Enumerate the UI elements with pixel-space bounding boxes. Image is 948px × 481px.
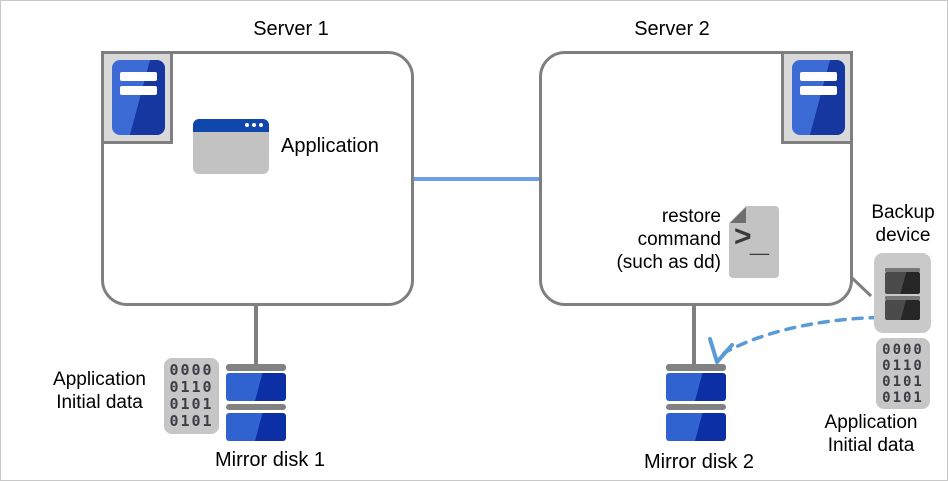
mirror-disk-icon-2 (666, 364, 726, 441)
disk-platter (226, 373, 286, 401)
mirror-disk-icon-1 (226, 364, 286, 441)
backup-tape-device-icon (874, 253, 931, 333)
window-titlebar (193, 119, 269, 132)
window-body (193, 132, 269, 174)
tower-slot (120, 72, 157, 81)
disk-cap (226, 364, 286, 371)
disk-platter (226, 413, 286, 441)
disk-cap (666, 364, 726, 371)
disk-platter (666, 413, 726, 441)
initial-data-label-left: Application Initial data (21, 368, 178, 414)
disk-bar (666, 404, 726, 410)
restore-flow-arrowhead (708, 337, 734, 364)
restore-line2: command (637, 229, 721, 250)
tower-slot (120, 86, 157, 95)
binary-row: 0110 (169, 378, 214, 396)
binary-data-icon-right: 0000 0110 0101 0101 (876, 338, 930, 409)
binary-row: 0110 (882, 358, 924, 374)
binary-row: 0101 (169, 412, 214, 430)
shell-script-icon: > _ (729, 206, 779, 278)
initial-data-line1: Application (53, 369, 146, 390)
application-window-icon (193, 119, 269, 174)
backup-label-line2: device (875, 225, 931, 246)
binary-row: 0000 (169, 361, 214, 379)
tape-cartridge (885, 268, 920, 294)
mirror-disk2-label: Mirror disk 2 (643, 451, 754, 473)
prompt-symbol: > (734, 220, 752, 253)
server1-title: Server 1 (253, 18, 329, 40)
backup-device-label: Backup device (859, 201, 947, 247)
tower-slot (800, 72, 837, 81)
server2-title: Server 2 (634, 18, 710, 40)
binary-data-icon-left: 0000 0110 0101 0101 (164, 358, 219, 434)
tape-body (885, 272, 920, 294)
binary-row: 0101 (169, 395, 214, 413)
server1-tower-icon (101, 51, 173, 144)
backup-label-line1: Backup (871, 202, 935, 223)
application-label: Application (281, 135, 379, 157)
server2-tower-icon (781, 51, 853, 144)
initial-data-line2: Initial data (56, 392, 143, 413)
initial-data-line1: Application (824, 412, 918, 433)
binary-row: 0000 (882, 342, 924, 358)
server-tower-body (112, 60, 165, 135)
tape-cartridge (885, 296, 920, 320)
window-dots-icon (245, 123, 263, 127)
disk-bar (226, 404, 286, 410)
restore-flow-arrow-curve (722, 315, 881, 355)
tape-body (885, 300, 920, 320)
restore-line3: (such as dd) (616, 252, 721, 273)
restore-line1: restore (661, 206, 721, 227)
backup-device-leader-line (849, 275, 873, 298)
restore-command-label: restore command (such as dd) (559, 205, 721, 274)
tape-bar (885, 296, 920, 300)
mirror-disk1-label: Mirror disk 1 (214, 449, 325, 471)
binary-row: 0101 (882, 390, 924, 406)
tape-bar (885, 268, 920, 272)
tower-slot (800, 86, 837, 95)
server-tower-body (792, 60, 845, 135)
disk-platter (666, 373, 726, 401)
initial-data-line2: Initial data (827, 435, 915, 456)
binary-row: 0101 (882, 374, 924, 390)
initial-data-label-right: Application Initial data (793, 411, 947, 457)
cursor-symbol: _ (750, 221, 769, 259)
